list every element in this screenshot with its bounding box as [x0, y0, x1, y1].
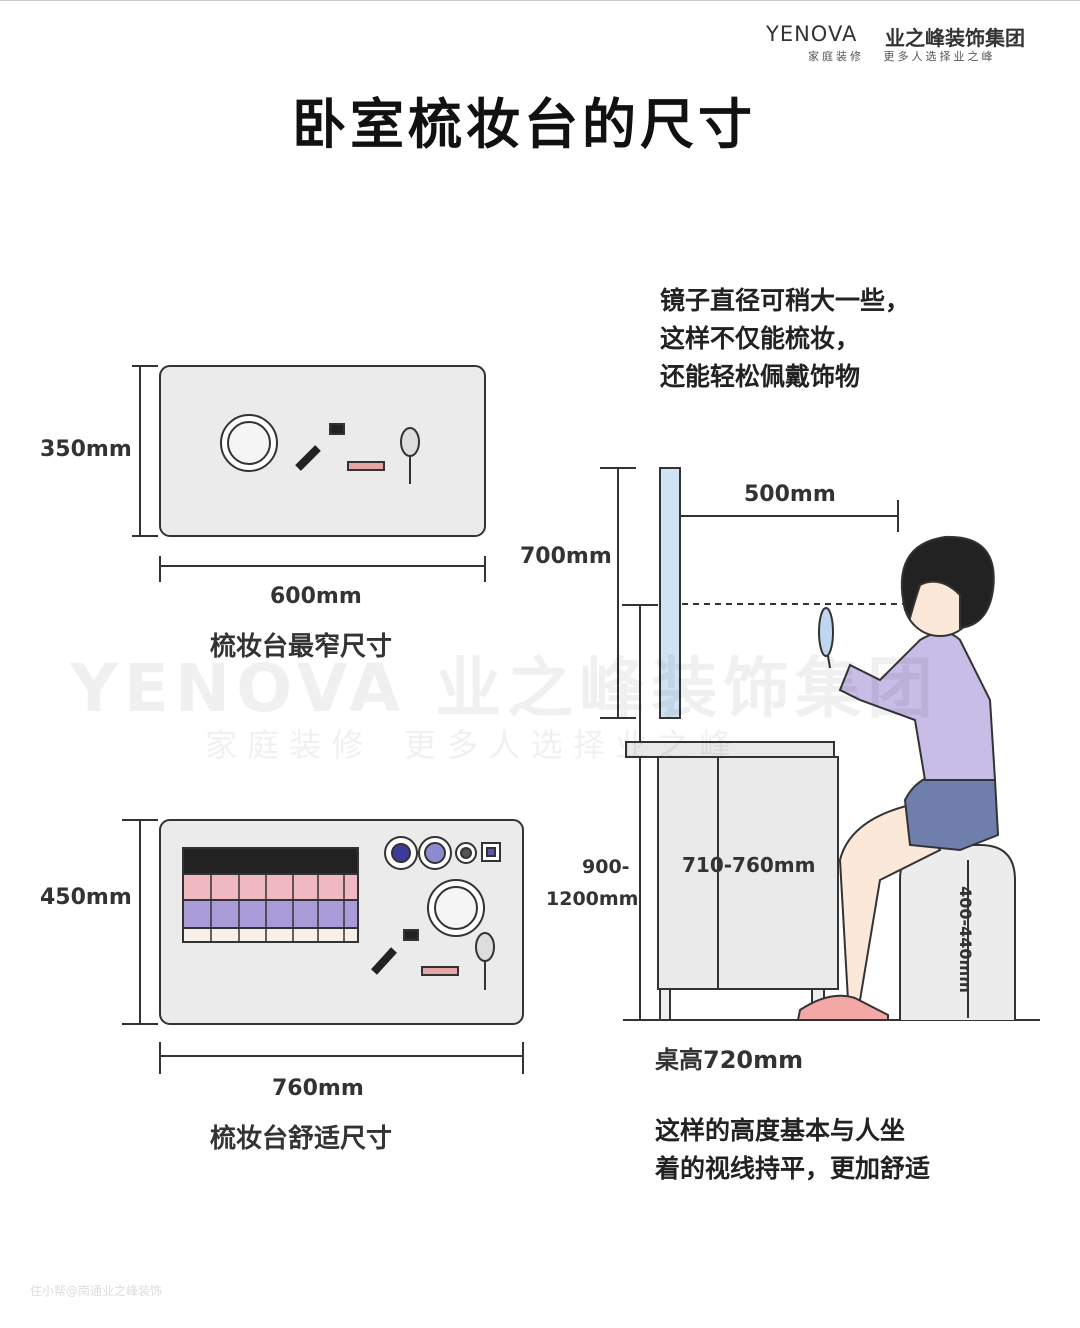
source-watermark: 住小帮@南通业之峰装饰 [30, 1284, 163, 1298]
narrow-depth-label: 350mm [40, 437, 132, 462]
mirror-height-label: 700mm [520, 544, 612, 569]
page-title: 卧室梳妆台的尺寸 [292, 93, 756, 156]
mirror-note: 镜子直径可稍大一些， 这样不仅能梳妆， 还能轻松佩戴饰物 [660, 286, 911, 391]
mirror [659, 467, 681, 719]
watermark-sub: 家 庭 装 修 更 多 人 选 择 业 之 峰 [205, 726, 732, 764]
watermark-main: YENOVA 业之峰装饰集团 [70, 650, 940, 727]
top-border [0, 0, 1080, 1]
stool-height-label: 400-440mm [955, 886, 975, 993]
narrow-table-top [159, 365, 486, 537]
desk-height-label: 桌高720mm [655, 1046, 804, 1074]
logo-slogan: 家庭装修 更多人选择业之峰 [808, 50, 996, 63]
comfort-width-label: 760mm [272, 1076, 364, 1101]
logo-brand-cn: 业之峰装饰集团 [885, 26, 1025, 50]
cabinet-height-label: 710-760mm [682, 853, 816, 877]
height-range-line1: 900- [582, 856, 630, 878]
comfort-caption: 梳妆台舒适尺寸 [210, 1124, 393, 1154]
comfort-depth-label: 450mm [40, 885, 132, 910]
height-note: 这样的高度基本与人坐 着的视线持平，更加舒适 [655, 1116, 931, 1183]
narrow-width-label: 600mm [270, 584, 362, 609]
narrow-caption: 梳妆台最窄尺寸 [210, 632, 393, 662]
cabinet [657, 756, 839, 990]
distance-label: 500mm [744, 482, 836, 507]
logo-brand-en: YENOVA [766, 22, 858, 46]
height-range-line2: 1200mm [546, 888, 639, 910]
